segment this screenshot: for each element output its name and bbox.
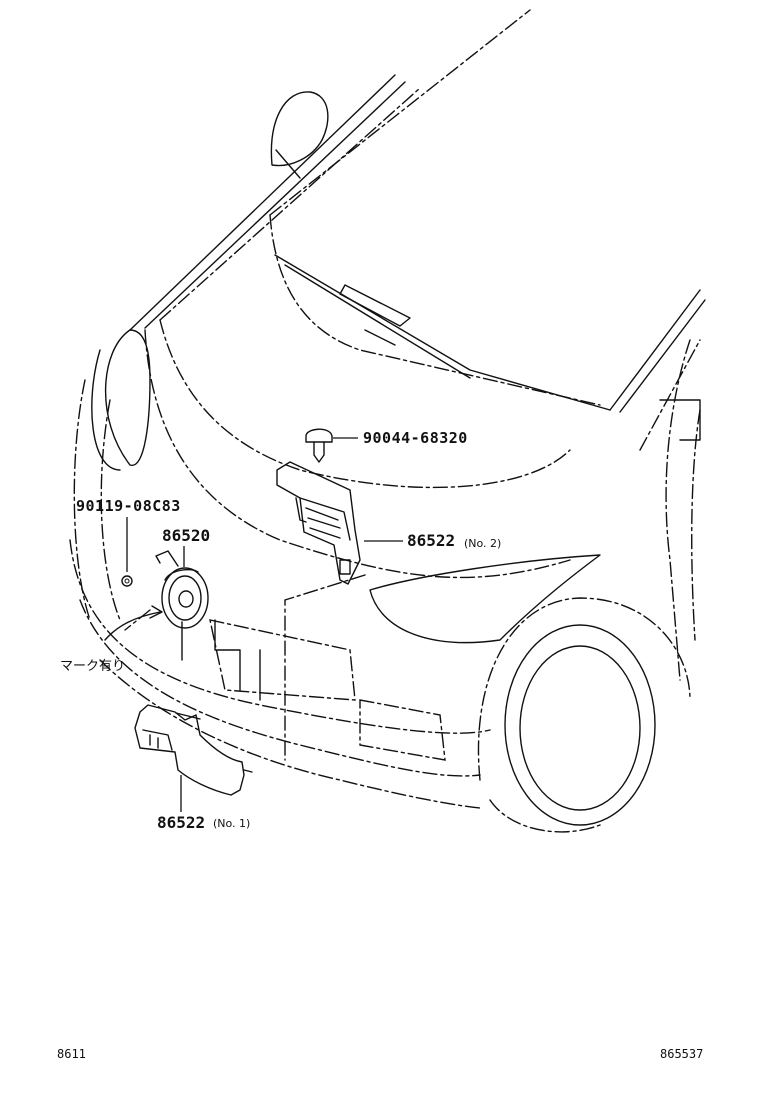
label-bolt: 90119-08C83 [76,497,181,515]
mark-arrow [104,611,161,641]
horn-part [155,546,209,661]
label-bracket-no2: 86522 [407,531,456,550]
front-bumper [69,539,491,734]
label-horn: 86520 [162,526,211,545]
label-bracket-no1: 86522 [157,813,206,832]
label-bracket-no1-suffix: (No. 1) [213,817,251,830]
label-bracket-no2-suffix: (No. 2) [464,537,502,550]
clip-part [305,428,358,463]
headlight-left [104,329,151,466]
windshield-edge [269,214,601,406]
footer-right-code: 865537 [660,1047,704,1061]
hood [159,319,571,489]
footer-left-code: 8611 [57,1047,86,1061]
label-clip: 90044-68320 [363,429,468,447]
bolt-part [121,517,133,587]
label-mark-note: マーク有り [60,659,126,674]
front-wheel [504,624,656,826]
headlight-right [369,554,601,644]
bracket-no2-part [276,461,403,585]
wheel-arch [477,597,691,781]
roof-line [129,74,396,331]
side-mirror [270,91,329,167]
bracket-no1-part [134,704,253,812]
